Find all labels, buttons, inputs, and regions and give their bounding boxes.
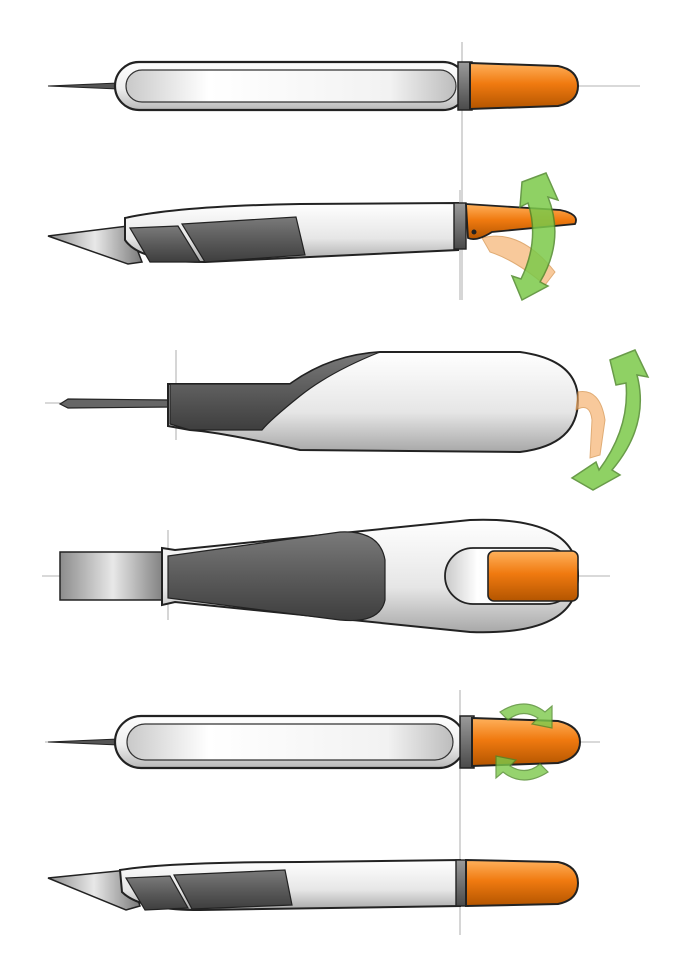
grip-panel (169, 351, 381, 431)
side-view-closed (47, 858, 580, 912)
lever-ghost (575, 391, 606, 459)
orange-cap (471, 716, 582, 768)
collar-ring (453, 202, 467, 250)
blade-tip (47, 82, 119, 90)
blade (47, 225, 144, 265)
orange-slider (487, 550, 579, 602)
blade (47, 869, 141, 911)
curved-rotation-arrow (570, 349, 650, 491)
grip-panel-front (124, 875, 190, 911)
curved-rotation-arrow (510, 172, 560, 302)
side-view-lever-open (47, 172, 577, 302)
grip-panel-front (128, 225, 202, 263)
orange-lever (465, 203, 577, 241)
blade (58, 398, 173, 409)
wide-blade (59, 551, 167, 601)
top-view-rotating-cap (45, 690, 600, 935)
grip-panel-rear (180, 216, 306, 263)
top-view (47, 42, 640, 300)
handle-inset-panel (126, 723, 454, 761)
side-view-curved-handle (45, 349, 650, 491)
blade-tip (47, 738, 119, 746)
orange-cap (469, 61, 580, 111)
grip-panel (167, 531, 386, 622)
handle-inset-panel (125, 69, 457, 103)
bottom-view-wide-blade (42, 518, 610, 634)
twist-arrows (495, 703, 553, 781)
orange-cap (465, 858, 580, 908)
pivot-dot (471, 229, 477, 235)
grip-panel-rear (173, 869, 293, 910)
